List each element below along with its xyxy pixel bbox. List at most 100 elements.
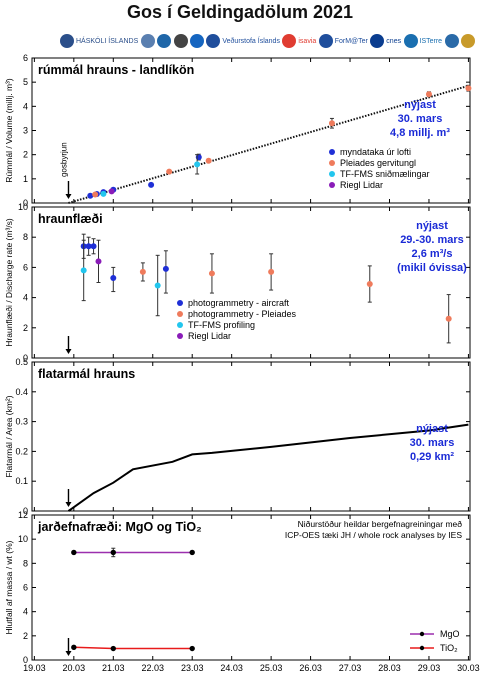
discharge-annotation-line: 29.-30. mars — [400, 234, 464, 246]
isterre-logo-text: ISTerre — [419, 37, 443, 45]
volume-point — [194, 161, 201, 168]
discharge-annotation-line: 2,6 m³/s — [412, 248, 453, 260]
volume-title: rúmmál hrauns - landlíkön — [38, 63, 194, 77]
xtick-label: 29.03 — [418, 663, 441, 673]
area-ytick-label: 0 — [23, 506, 28, 516]
xtick-label: 25.03 — [260, 663, 283, 673]
discharge-legend-marker — [177, 311, 183, 317]
volume-annotation-line: nýjast — [404, 99, 436, 111]
area-ytick-label: 0.4 — [15, 387, 28, 397]
geochem-ytick-label: 8 — [23, 558, 28, 568]
discharge-point — [154, 282, 161, 289]
geochem-point — [110, 645, 116, 652]
logo-strip: HÁSKÓLI ÍSLANDS Veðurstofa Íslands isavia F… — [60, 28, 475, 54]
eruption-label: gosbyrjun — [59, 142, 68, 177]
haskoli-islands-logo: HÁSKÓLI ÍSLANDS — [60, 34, 138, 48]
volume-annotation-line: 4,8 millj. m³ — [390, 127, 450, 139]
geochem-legend-label: TiO₂ — [440, 643, 458, 653]
discharge-ytick-label: 4 — [23, 293, 28, 303]
discharge-point — [208, 270, 215, 277]
volume-ytick-label: 4 — [23, 101, 28, 111]
ni-logo — [189, 34, 204, 48]
geochem-ytick-label: 10 — [18, 534, 28, 544]
discharge-legend-marker — [177, 322, 183, 328]
lmv-logo-icon — [444, 34, 459, 48]
volume-legend-marker — [329, 160, 335, 166]
geochem-legend-marker — [419, 631, 425, 637]
area-eruption-arrowhead — [65, 502, 72, 507]
volume-ytick-label: 3 — [23, 126, 28, 136]
volume-legend-label: Pleiades gervitungl — [340, 158, 416, 168]
volume-point — [87, 192, 94, 199]
area-ytick-label: 0.5 — [15, 357, 28, 367]
landmaelingar-logo — [157, 34, 172, 48]
jardvisindastofnun-logo — [140, 34, 155, 48]
volume-ytick-label: 2 — [23, 150, 28, 160]
discharge-title: hraunflæði — [38, 212, 103, 226]
jardvisindastofnun-logo-icon — [140, 34, 155, 48]
volume-eruption-arrowhead — [65, 194, 72, 199]
landmaelingar-logo-icon — [157, 34, 172, 48]
xtick-label: 19.03 — [23, 663, 46, 673]
volume-ytick-label: 6 — [23, 53, 28, 63]
isavia-logo-text: isavia — [298, 37, 317, 45]
discharge-point — [162, 265, 169, 272]
formater-logo: ForM@Ter — [318, 34, 368, 48]
volume-ylabel: Rúmmál / Volume (millj. m³) — [4, 78, 14, 183]
discharge-ytick-label: 2 — [23, 323, 28, 333]
ni-logo-icon — [189, 34, 204, 48]
geochem-note-line: Niðurstöður heildar bergefnagreiningar m… — [298, 519, 463, 529]
discharge-annotation-line: (mikil óvissa) — [397, 262, 467, 274]
haskoli-islands-logo-icon — [60, 34, 74, 48]
area-series-line — [67, 423, 469, 512]
xtick-label: 28.03 — [378, 663, 401, 673]
area-ylabel: Flatarmál / Area (km²) — [4, 395, 14, 477]
lmi-logo — [173, 34, 188, 48]
area-ytick-label: 0.1 — [15, 476, 28, 486]
discharge-ytick-label: 0 — [23, 353, 28, 363]
cnes-logo: cnes — [370, 34, 401, 48]
discharge-ytick-label: 8 — [23, 232, 28, 242]
geochem-eruption-arrowhead — [65, 651, 72, 656]
discharge-legend-label: photogrammetry - Pleiades — [188, 309, 297, 319]
discharge-ytick-label: 10 — [18, 202, 28, 212]
xtick-label: 24.03 — [220, 663, 243, 673]
isterre-logo-icon — [403, 34, 418, 48]
discharge-point — [80, 267, 87, 274]
area-ytick-label: 0.3 — [15, 417, 28, 427]
geochem-point — [110, 549, 116, 556]
discharge-eruption-arrowhead — [65, 349, 72, 354]
volume-point — [92, 191, 99, 198]
volume-point — [205, 157, 212, 164]
geochem-point — [71, 644, 77, 651]
isavia-logo-icon — [282, 34, 297, 48]
geochem-ytick-label: 0 — [23, 655, 28, 665]
volume-point — [100, 190, 107, 197]
volume-point — [108, 188, 115, 195]
cnes-logo-text: cnes — [386, 37, 402, 45]
geochem-series-line-1 — [73, 646, 193, 650]
volume-ytick-label: 1 — [23, 174, 28, 184]
volume-legend-marker — [329, 171, 335, 177]
discharge-point — [268, 268, 275, 275]
xtick-label: 30.03 — [457, 663, 480, 673]
formater-logo-text: ForM@Ter — [334, 37, 368, 45]
geochem-ytick-label: 2 — [23, 631, 28, 641]
lmi-logo-icon — [173, 34, 188, 48]
volume-point — [328, 120, 335, 127]
volume-point — [425, 91, 432, 98]
discharge-point — [90, 243, 97, 250]
volume-ytick-label: 5 — [23, 77, 28, 87]
vegagerdin-logo — [460, 34, 475, 48]
xtick-label: 26.03 — [299, 663, 322, 673]
discharge-annotation-line: nýjast — [416, 220, 448, 232]
cnes-logo-icon — [370, 34, 385, 48]
area-annotation-line: 0,29 km² — [410, 451, 454, 463]
volume-trend-line — [68, 84, 469, 204]
geochem-note-line: ICP-OES tæki JH / whole rock analyses by… — [285, 530, 462, 540]
discharge-point — [85, 243, 92, 250]
vedurstofa-logo: Veðurstofa Íslands — [206, 34, 280, 48]
geochem-ytick-label: 4 — [23, 607, 28, 617]
